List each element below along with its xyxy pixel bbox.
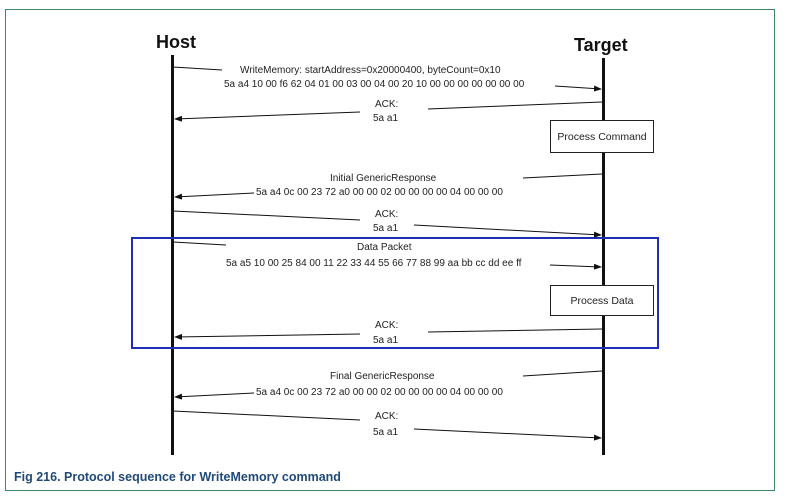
figure-caption: Fig 216. Protocol sequence for WriteMemo… <box>14 470 341 484</box>
arrow-ack-2 <box>172 210 361 221</box>
data-phase-frame <box>131 237 659 349</box>
target-title: Target <box>574 35 628 55</box>
msg-ack-3-bytes: 5a a1 <box>373 335 399 346</box>
arrow-ack-4-tail <box>413 428 602 441</box>
arrow-writememory <box>172 66 223 71</box>
msg-data-packet-label: Data Packet <box>357 242 412 253</box>
arrow-ack-4 <box>172 410 361 421</box>
process-command-box: Process Command <box>550 120 654 153</box>
arrow-ack-1 <box>427 101 603 110</box>
msg-writememory-label: WriteMemory: startAddress=0x20000400, by… <box>240 65 501 76</box>
arrow-initial-response <box>522 173 603 179</box>
msg-final-response-bytes: 5a a4 0c 00 23 72 a0 00 00 02 00 00 00 0… <box>256 387 503 398</box>
arrow-ack-2-tail <box>413 224 602 238</box>
msg-writememory-bytes: 5a a4 10 00 f6 62 04 01 00 03 00 04 00 2… <box>224 79 525 90</box>
msg-ack-1-label: ACK: <box>375 99 399 110</box>
host-title: Host <box>156 32 196 52</box>
arrow-data-packet <box>172 241 227 246</box>
arrow-initial-response-tail <box>174 192 255 200</box>
msg-ack-2-label: ACK: <box>375 209 399 220</box>
arrow-ack-3 <box>427 328 603 333</box>
host-lifeline <box>171 55 174 455</box>
msg-initial-response-label: Initial GenericResponse <box>330 173 437 184</box>
msg-final-response-label: Final GenericResponse <box>330 371 435 382</box>
msg-initial-response-bytes: 5a a4 0c 00 23 72 a0 00 00 02 00 00 00 0… <box>256 187 503 198</box>
figure-frame <box>5 9 775 491</box>
msg-data-packet-bytes: 5a a5 10 00 25 84 00 11 22 33 44 55 66 7… <box>226 258 522 269</box>
msg-ack-4-label: ACK: <box>375 411 399 422</box>
arrow-data-packet-tail <box>549 263 602 270</box>
msg-ack-4-bytes: 5a a1 <box>373 427 399 438</box>
arrow-ack-1-tail <box>174 111 361 122</box>
process-data-box: Process Data <box>550 285 654 316</box>
msg-ack-2-bytes: 5a a1 <box>373 223 399 234</box>
target-lifeline <box>602 58 605 455</box>
arrow-ack-3-tail <box>174 333 361 340</box>
arrow-final-response-tail <box>174 392 255 400</box>
msg-ack-1-bytes: 5a a1 <box>373 113 399 124</box>
arrow-final-response <box>522 370 603 377</box>
arrow-writememory-tail <box>554 85 602 92</box>
msg-ack-3-label: ACK: <box>375 320 399 331</box>
